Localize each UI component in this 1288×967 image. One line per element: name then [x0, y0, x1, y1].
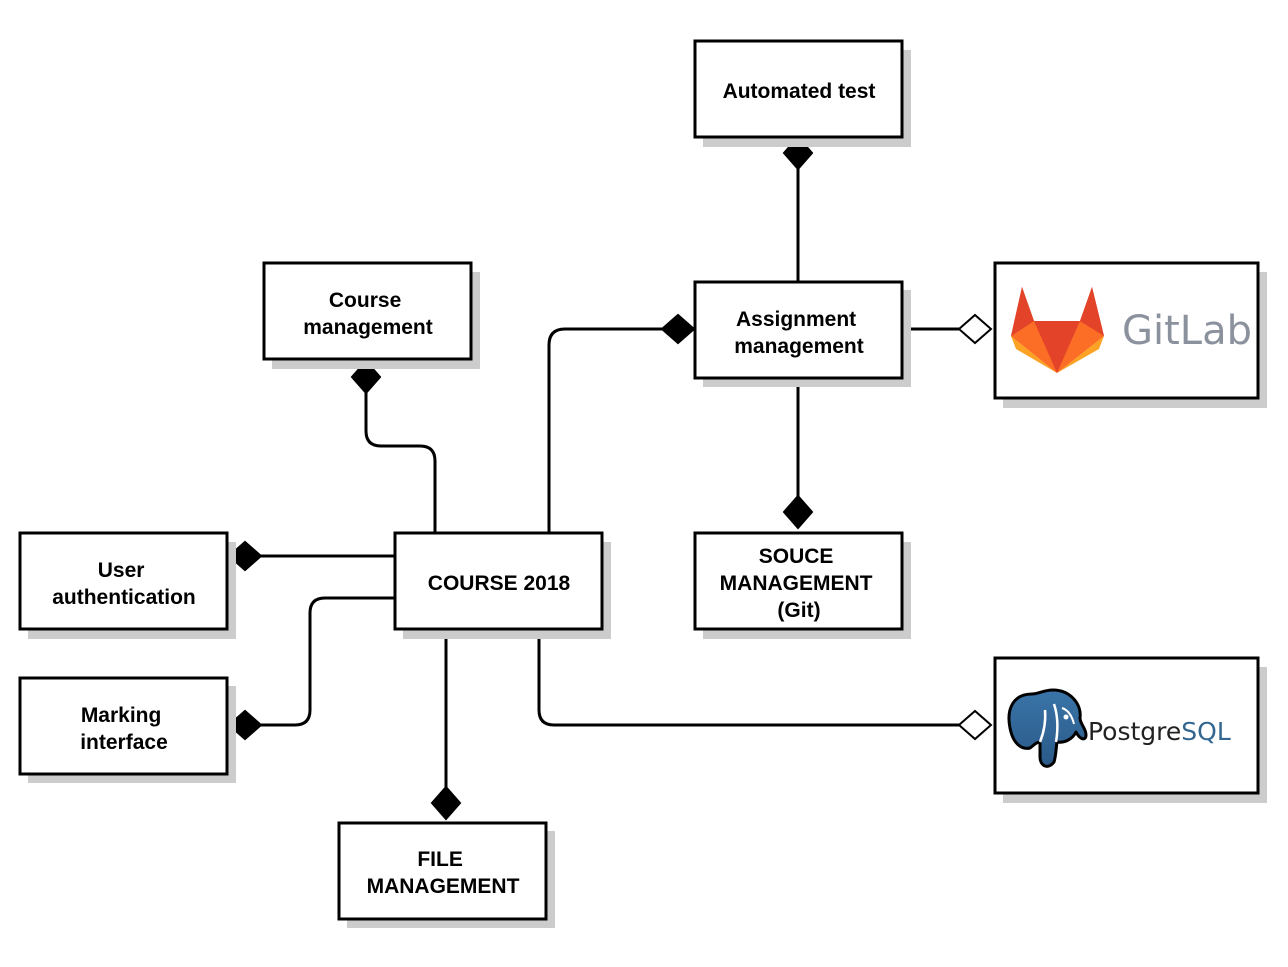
svg-text:Assignment management: Assignment management [734, 308, 864, 358]
postgresql-word-dark: Postgre [1088, 717, 1181, 746]
node-label-line: User [98, 559, 145, 582]
aggregation-diamond [957, 313, 993, 345]
node-postgresql[interactable]: PostgreSQL [993, 656, 1267, 803]
edge-course-management-to-course [364, 393, 437, 532]
gitlab-wordmark: GitLab [1122, 308, 1252, 354]
composition-diamond [430, 785, 462, 821]
composition-diamond [227, 709, 263, 741]
node-label-line: Marking [81, 704, 162, 727]
postgresql-word-accent: SQL [1181, 717, 1231, 746]
svg-text:User authentication: User authentication [52, 559, 196, 609]
node-label-line: (Git) [777, 599, 820, 622]
node-automated-test[interactable]: Automated test [693, 39, 911, 147]
postgresql-elephant-icon [1007, 688, 1088, 768]
svg-text:Marking interface: Marking interface [80, 704, 168, 754]
svg-text:Automated test: Automated test [723, 80, 876, 103]
node-label-line: Course [329, 289, 401, 312]
node-course-management[interactable]: Course management [262, 261, 480, 369]
node-label-line: management [303, 316, 433, 339]
node-label-line: MANAGEMENT [367, 875, 520, 898]
node-user-authentication[interactable]: User authentication [18, 531, 236, 639]
node-label-line: Automated test [723, 80, 876, 103]
node-assignment-management[interactable]: Assignment management [693, 280, 911, 387]
node-label-line: MANAGEMENT [720, 572, 873, 595]
composition-diamond [782, 494, 814, 530]
node-souce-management[interactable]: SOUCE MANAGEMENT (Git) [693, 531, 911, 639]
node-label-line: COURSE 2018 [428, 572, 571, 595]
edge-postgres-to-course [537, 630, 959, 727]
composition-diamond [227, 540, 263, 572]
node-file-management[interactable]: FILE MANAGEMENT [337, 821, 555, 928]
postgresql-wordmark: PostgreSQL [1088, 717, 1231, 746]
node-label-line: interface [80, 731, 168, 754]
node-course-2018[interactable]: COURSE 2018 [393, 531, 611, 639]
composition-diamond [660, 313, 696, 345]
node-label-line: SOUCE [759, 545, 834, 568]
node-marking-interface[interactable]: Marking interface [18, 676, 236, 783]
gitlab-fox-icon [1011, 287, 1104, 373]
node-label-line: Assignment [736, 308, 856, 331]
relation-ends [227, 135, 993, 821]
aggregation-diamond [957, 709, 993, 741]
node-label-line: FILE [417, 848, 463, 871]
node-label-line: authentication [52, 586, 196, 609]
node-label-line: management [734, 335, 864, 358]
svg-text:SOUCE MANAGEMENT (: SOUCE MANAGEMENT (Git) [720, 545, 879, 622]
edge-assignment-to-course [547, 327, 662, 532]
svg-text:Course management: Course management [303, 289, 433, 339]
svg-text:FILE MANAGEMENT: FILE MANAGEMENT [367, 848, 520, 898]
edge-marking-to-course [261, 596, 395, 727]
connectors [261, 167, 959, 787]
svg-text:COURSE 2018: COURSE 2018 [428, 572, 571, 595]
node-gitlab[interactable]: GitLab [993, 261, 1267, 408]
